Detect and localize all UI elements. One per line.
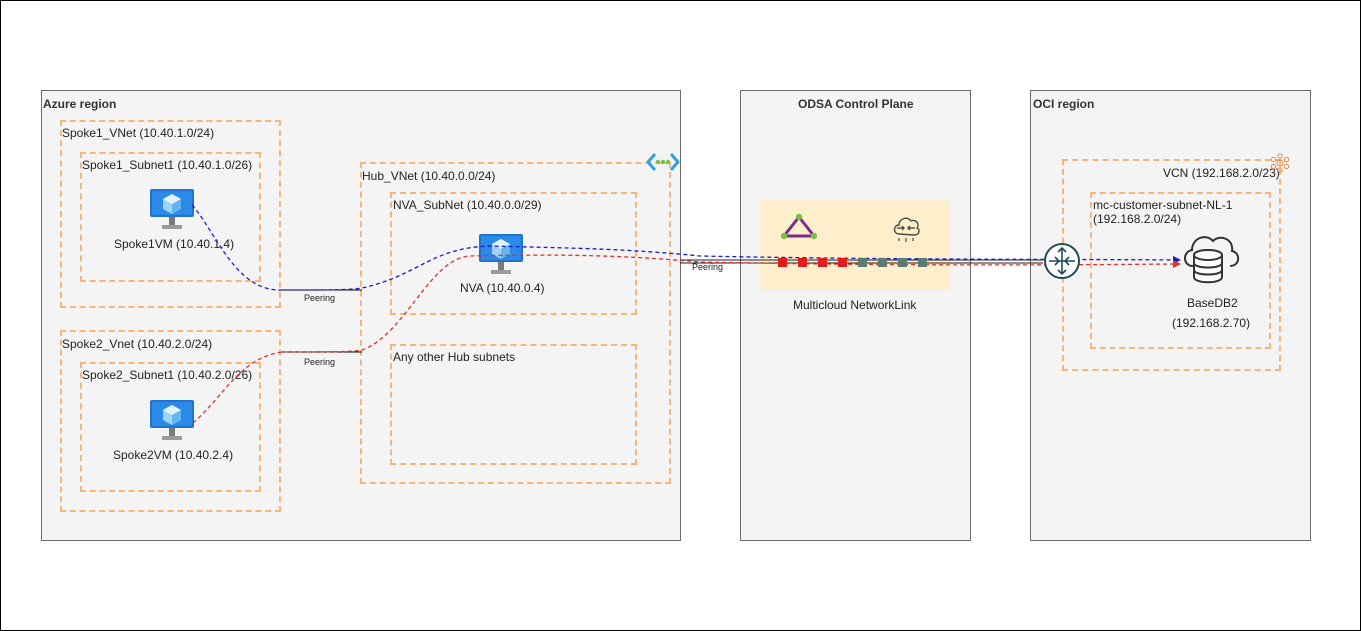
- spoke2-vnet-label: Spoke2_Vnet (10.40.2.0/24): [62, 337, 213, 351]
- peering-label-3: Peering: [692, 262, 724, 272]
- router-icon[interactable]: [1043, 242, 1081, 280]
- vm-icon[interactable]: [150, 189, 194, 231]
- vm-icon[interactable]: [479, 234, 523, 276]
- vnet-icon: [646, 151, 680, 173]
- hub-vnet-label: Hub_VNet (10.40.0.0/24): [362, 169, 496, 183]
- spoke1-vnet-label: Spoke1_VNet (10.40.1.0/24): [62, 126, 215, 140]
- database-name: BaseDB2: [1187, 296, 1238, 310]
- network-link-icon: [780, 213, 818, 241]
- spoke2-subnet-label: Spoke2_Subnet1 (10.40.2.0/26): [82, 368, 253, 382]
- oci-region-title: OCI region: [1033, 97, 1095, 111]
- oci-subnet-label-line2: (192.168.2.0/24): [1093, 212, 1182, 226]
- spoke1-subnet-label: Spoke1_Subnet1 (10.40.1.0/26): [82, 158, 253, 172]
- nva-label: NVA (10.40.0.4): [460, 281, 545, 295]
- vcn-label: VCN (192.168.2.0/23): [1163, 166, 1280, 180]
- database-ip: (192.168.2.70): [1172, 316, 1251, 330]
- nva-subnet-label: NVA_SubNet (10.40.0.0/29): [393, 198, 542, 212]
- interconnect-icon: [889, 210, 923, 244]
- oci-subnet-label-line1: mc-customer-subnet-NL-1: [1093, 198, 1233, 212]
- azure-region-title: Azure region: [43, 97, 117, 111]
- spoke2-subnet-box: [80, 362, 261, 492]
- peering-label-1: Peering: [304, 293, 336, 303]
- peering-label-2: Peering: [304, 357, 336, 367]
- database-icon[interactable]: [1180, 228, 1242, 284]
- spoke1-vm-label: Spoke1VM (10.40.1.4): [114, 237, 235, 251]
- odsa-region-title: ODSA Control Plane: [798, 97, 914, 111]
- spoke2-vm-label: Spoke2VM (10.40.2.4): [113, 448, 234, 462]
- network-link-label: Multicloud NetworkLink: [793, 298, 917, 312]
- odsa-region: [740, 90, 971, 541]
- vm-icon[interactable]: [150, 400, 194, 442]
- vcn-icon: [1269, 152, 1291, 174]
- other-subnets-label: Any other Hub subnets: [393, 350, 516, 364]
